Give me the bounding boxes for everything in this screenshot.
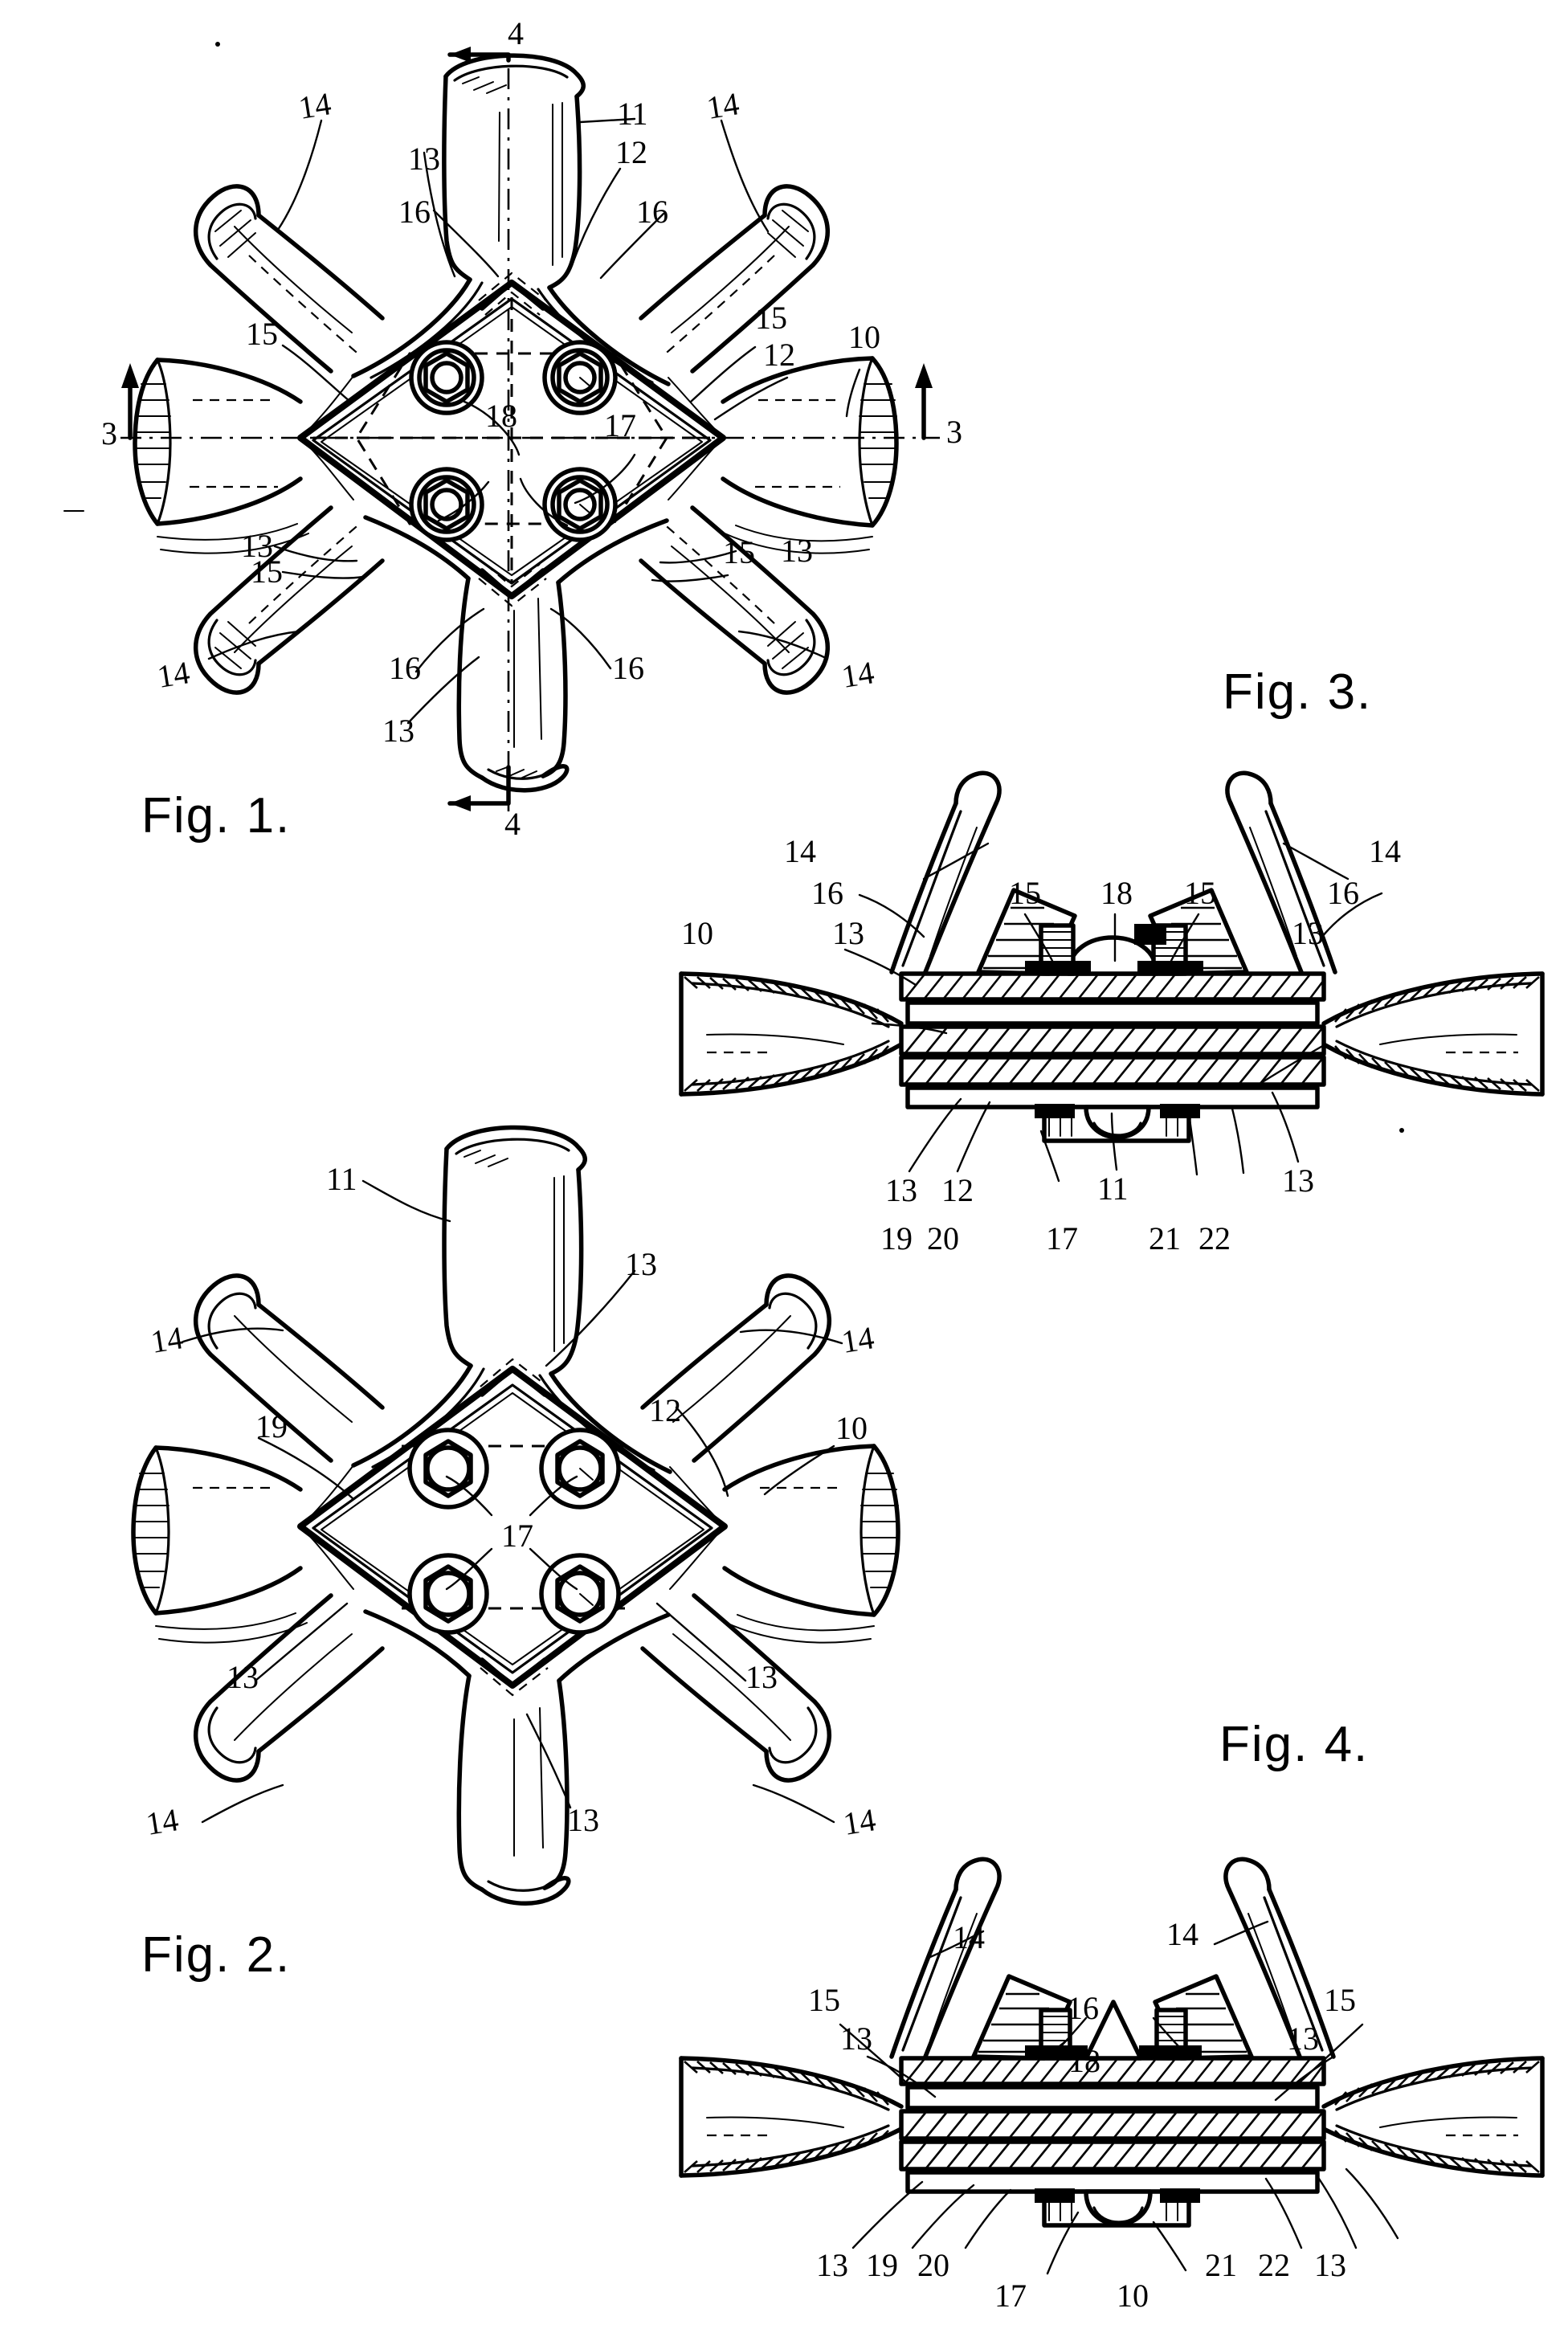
fig4-ref-13-inner-right: 13	[1287, 2020, 1319, 2057]
fig4-ref-19-bottom: 19	[866, 2247, 898, 2283]
fig4-ref-13-bottom-left: 13	[816, 2247, 848, 2283]
scan-speck-upper-left	[215, 42, 220, 47]
fig4-ref-10-bottom: 10	[1117, 2278, 1149, 2314]
fig4-ref-20-bottom: 20	[917, 2247, 949, 2283]
fig1-ref-15-left: 15	[246, 316, 278, 352]
fig1-ref-12-top: 12	[615, 134, 647, 170]
fig3-ref-10-left: 10	[681, 915, 713, 951]
fig1-ref-15-right: 15	[755, 300, 787, 336]
fig3-ref-14-right: 14	[1369, 833, 1401, 869]
fig2-ref-14-bottom-left: 14	[143, 1801, 182, 1842]
fig2-ref-11: 11	[326, 1161, 357, 1197]
fig2-ref-19: 19	[255, 1408, 288, 1444]
fig3-ref-13-inner-left: 13	[832, 915, 864, 951]
fig1-caption: Fig. 1.	[141, 788, 292, 844]
fig1-section-marker-4-bottom: 4	[504, 806, 521, 842]
fig4-ref-21-bottom: 21	[1205, 2247, 1237, 2283]
fig1-ref-16-left: 16	[398, 194, 431, 230]
fig4-ref-15-right: 15	[1324, 1982, 1356, 2018]
fig3-ref-22: 22	[1198, 1220, 1231, 1256]
fig2-ref-14-upper-right: 14	[839, 1319, 877, 1360]
fig2-ref-13-upper-right: 13	[625, 1246, 657, 1282]
fig1-ref-10-right: 10	[848, 319, 880, 355]
fig4-caption: Fig. 4.	[1219, 1717, 1370, 1772]
fig1-ref-13-lower-right: 13	[781, 533, 813, 569]
fig2-caption: Fig. 2.	[141, 1927, 292, 1983]
fig4-ref-15-left: 15	[808, 1982, 840, 2018]
fig1-ref-15-lower-right: 15	[723, 534, 755, 570]
fig1-ref-12-right: 12	[763, 337, 795, 373]
fig4-ref-14-right: 14	[1166, 1916, 1198, 1952]
fig3-ref-17: 17	[1046, 1220, 1078, 1256]
fig3-ref-13-lower-left: 13	[885, 1172, 917, 1208]
fig4-ref-16: 16	[1067, 1990, 1099, 2026]
fig3-ref-18: 18	[1100, 875, 1133, 911]
fig3-ref-13-lower-right: 13	[1282, 1162, 1314, 1199]
fig1-ref-13-bottom: 13	[382, 713, 414, 749]
fig3-caption: Fig. 3.	[1223, 664, 1373, 720]
fig1-ref-16-bottom-right: 16	[612, 650, 644, 686]
fig1-ref-17: 17	[604, 407, 636, 443]
fig4-ref-13-inner-left: 13	[840, 2020, 872, 2057]
fig3-ref-21: 21	[1149, 1220, 1181, 1256]
fig2-ref-13-lower-left: 13	[227, 1659, 259, 1695]
fig1-ref-16-bottom-left: 16	[389, 650, 421, 686]
fig1-section-marker-4-top: 4	[508, 15, 524, 51]
fig3-ref-16-right: 16	[1327, 875, 1359, 911]
fig2-ref-13-lower-right: 13	[745, 1659, 778, 1695]
fig4-ref-14-left: 14	[953, 1919, 985, 1955]
fig3-ref-12-lower: 12	[941, 1172, 974, 1208]
fig2-ref-14-bottom-right: 14	[840, 1801, 879, 1842]
fig1-section-marker-3-left: 3	[101, 415, 117, 451]
fig2-ref-12: 12	[649, 1392, 681, 1428]
fig1-ref-16-right: 16	[636, 194, 668, 230]
fig3-ref-13-inner-right: 13	[1292, 915, 1324, 951]
fig2-ref-13-bottom: 13	[567, 1802, 599, 1838]
fig4-ref-22-bottom: 22	[1258, 2247, 1290, 2283]
scan-speck-right-margin	[1399, 1128, 1404, 1133]
fig1-ref-14-bottom-left: 14	[154, 654, 193, 695]
fig4-ref-13-bottom-right: 13	[1314, 2247, 1346, 2283]
fig2-ref-14-upper-left: 14	[148, 1319, 186, 1360]
fig1-ref-14-upper-right: 14	[704, 85, 742, 126]
fig1-ref-13-top: 13	[408, 141, 440, 177]
fig4-ref-17-bottom: 17	[994, 2278, 1027, 2314]
fig2-ref-10: 10	[835, 1410, 868, 1446]
fig2-ref-17: 17	[501, 1518, 533, 1554]
fig3-ref-15-center-left: 15	[1009, 875, 1041, 911]
fig3-ref-16-left: 16	[811, 875, 843, 911]
fig1-ref-11: 11	[617, 96, 648, 132]
fig1-ref-15-lower-left: 15	[251, 554, 283, 590]
fig1-ref-14-bottom-right: 14	[839, 654, 877, 695]
fig3-ref-11-lower: 11	[1097, 1171, 1129, 1207]
fig3-ref-20: 20	[927, 1220, 959, 1256]
fig1-ref-18: 18	[485, 398, 517, 434]
fig4-ref-18: 18	[1068, 2043, 1100, 2079]
fig3-ref-15-center-right: 15	[1184, 875, 1216, 911]
fig1-ref-14-upper-left: 14	[296, 85, 334, 126]
fig3-ref-14-left: 14	[784, 833, 816, 869]
fig1-ref-13-lower-left: 13	[241, 528, 273, 564]
fig1-section-marker-3-right: 3	[946, 414, 962, 450]
fig3-ref-19: 19	[880, 1220, 913, 1256]
